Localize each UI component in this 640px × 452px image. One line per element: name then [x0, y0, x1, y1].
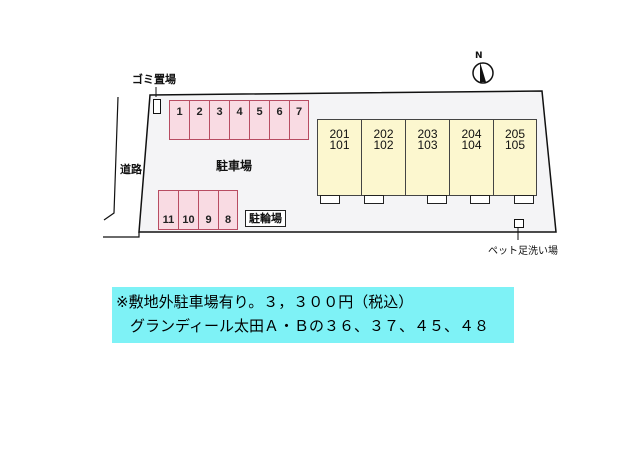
compass-icon	[472, 62, 494, 84]
trash-area-box	[153, 99, 161, 114]
road-label: 道路	[120, 163, 142, 176]
parking-slot: 11	[158, 190, 179, 230]
pet-wash-label: ペット足洗い場	[488, 246, 558, 257]
unit-entrance	[470, 195, 490, 204]
parking-slot: 4	[229, 100, 250, 140]
offsite-parking-note: ※敷地外駐車場有り。３，３００円（税込） グランディール太田Ａ・Ｂの３６、３７、…	[112, 287, 514, 343]
parking-slot: 6	[269, 100, 290, 140]
unit-entrance	[427, 195, 447, 204]
parking-label: 駐車場	[216, 159, 253, 173]
parking-slot: 3	[209, 100, 230, 140]
bike-parking-label: 駐輪場	[245, 210, 286, 227]
trash-area-label: ゴミ置場	[132, 73, 176, 86]
north-compass: N	[470, 52, 498, 86]
note-line-2: グランディール太田Ａ・Ｂの３６、３７、４５、４８	[130, 317, 489, 335]
unit-entrance	[320, 195, 340, 204]
parking-slot: 5	[249, 100, 270, 140]
parking-slot: 1	[169, 100, 190, 140]
unit-entrance	[514, 195, 534, 204]
note-line-1: ※敷地外駐車場有り。３，３００円（税込）	[116, 293, 414, 311]
parking-slot: 10	[178, 190, 199, 230]
north-label: N	[475, 51, 483, 61]
unit-entrance	[364, 195, 384, 204]
parking-slot: 7	[289, 100, 309, 140]
parking-slot: 9	[198, 190, 219, 230]
pet-wash-box	[514, 219, 524, 228]
parking-slot: 8	[218, 190, 238, 230]
parking-slot: 2	[189, 100, 210, 140]
